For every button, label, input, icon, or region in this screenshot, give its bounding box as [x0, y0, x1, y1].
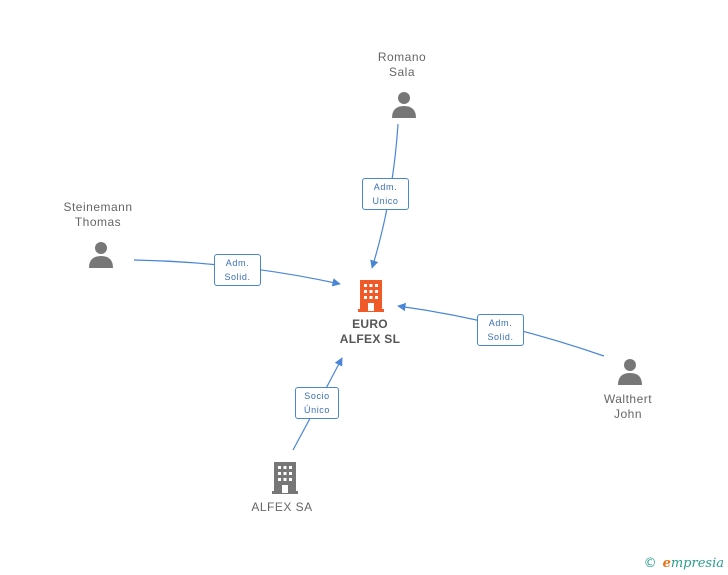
- node-label-center[interactable]: EURO ALFEX SL: [328, 317, 412, 347]
- node-name-line: Walthert: [603, 392, 653, 406]
- edge-label-walthert: Adm. Solid.: [477, 314, 524, 346]
- brand-letter: e: [662, 556, 671, 571]
- node-name-line: Thomas: [74, 215, 122, 229]
- node-name-line: ALFEX SL: [339, 332, 401, 346]
- node-label-alfex-sa[interactable]: ALFEX SA: [242, 500, 322, 515]
- node-name-line: Sala: [388, 65, 416, 79]
- person-icon[interactable]: [390, 90, 418, 118]
- edge-label-line: Unico: [372, 196, 399, 206]
- edge-label-romano: Adm. Unico: [362, 178, 409, 210]
- edge-label-line: Socio: [304, 391, 330, 401]
- edge-label-line: Solid.: [224, 272, 251, 282]
- building-icon[interactable]: [270, 460, 300, 494]
- edge-label-alfex-sa: Socio Único: [295, 387, 339, 419]
- node-name-line: John: [613, 407, 643, 421]
- copyright-icon: ©: [643, 556, 657, 571]
- edge-label-line: Adm.: [373, 182, 398, 192]
- node-label-romano[interactable]: Romano Sala: [362, 50, 442, 80]
- brand-logo: © empresia: [644, 556, 724, 571]
- edge-label-steinemann: Adm. Solid.: [214, 254, 261, 286]
- brand-name: mpresia: [670, 556, 724, 571]
- building-icon[interactable]: [356, 278, 386, 312]
- person-icon[interactable]: [616, 357, 644, 385]
- node-label-walthert[interactable]: Walthert John: [588, 392, 668, 422]
- person-icon[interactable]: [87, 240, 115, 268]
- edge-label-line: Único: [303, 405, 330, 415]
- node-name-line: Steinemann: [63, 200, 133, 214]
- node-label-steinemann[interactable]: Steinemann Thomas: [48, 200, 148, 230]
- node-name-line: ALFEX SA: [251, 500, 313, 514]
- node-name-line: Romano: [377, 50, 427, 64]
- edge-label-line: Solid.: [487, 332, 514, 342]
- node-name-line: EURO: [352, 317, 388, 331]
- edge-label-line: Adm.: [225, 258, 250, 268]
- edge-label-line: Adm.: [488, 318, 513, 328]
